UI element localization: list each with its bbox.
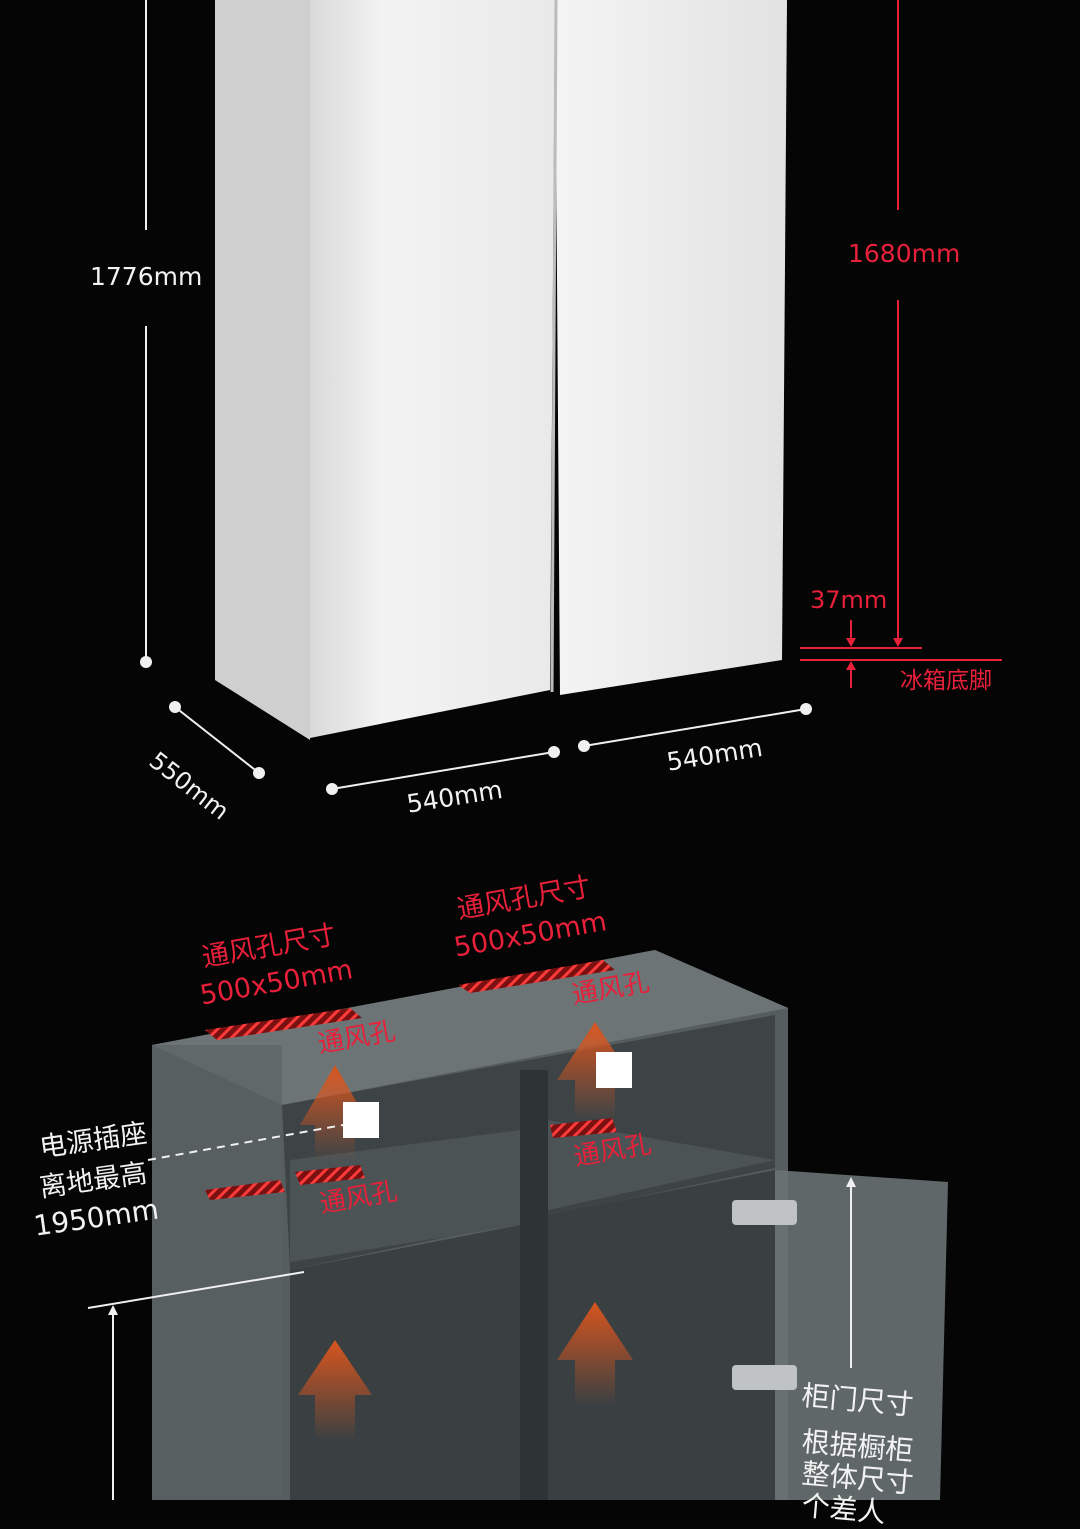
cabinet — [152, 950, 948, 1500]
foot-label: 冰箱底脚 — [900, 668, 992, 694]
power-sockets — [343, 1052, 632, 1138]
total-height-label: 1776mm — [90, 262, 203, 291]
refrigerator-right — [550, 0, 787, 695]
door-height-label: 1680mm — [848, 239, 961, 268]
door-note-line3: 个差人 — [800, 1489, 887, 1529]
refrigerator-left — [215, 0, 555, 740]
hinges — [732, 1200, 797, 1390]
foot-height-label: 37mm — [810, 586, 888, 614]
vent-holes — [205, 960, 617, 1200]
